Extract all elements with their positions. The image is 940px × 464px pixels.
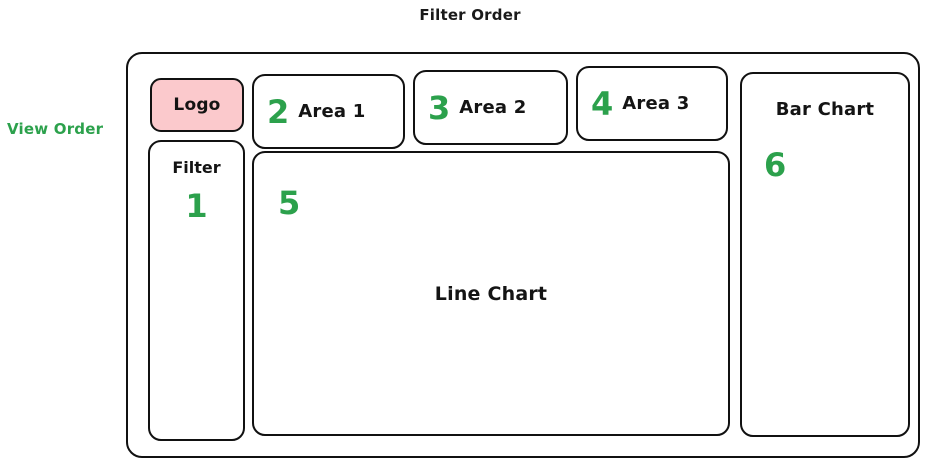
line-chart-panel[interactable]: 5 Line Chart (252, 151, 730, 436)
line-chart-order-number: 5 (278, 184, 301, 222)
logo-label: Logo (173, 95, 221, 115)
view-order-title: View Order (7, 120, 104, 138)
logo-panel[interactable]: Logo (150, 78, 244, 132)
bar-chart-label: Bar Chart (775, 99, 875, 120)
area-panel-2-label: Area 2 (459, 97, 527, 118)
area-panel-3-order-number: 4 (591, 84, 614, 123)
filter-order-title: Filter Order (419, 6, 521, 24)
area-panel-3-label: Area 3 (622, 93, 690, 114)
filter-panel-order-number: 1 (185, 187, 208, 225)
bar-chart-order-number: 6 (764, 146, 787, 184)
filter-panel[interactable]: Filter 1 (148, 140, 245, 441)
area-panel-1[interactable]: 2 Area 1 (252, 74, 405, 149)
area-panel-2-order-number: 3 (428, 88, 451, 127)
area-panel-2[interactable]: 3 Area 2 (413, 70, 568, 145)
bar-chart-panel[interactable]: Bar Chart 6 (740, 72, 910, 437)
filter-panel-label: Filter (172, 158, 221, 177)
area-panel-1-order-number: 2 (267, 92, 290, 131)
line-chart-label: Line Chart (434, 282, 548, 305)
area-panel-3[interactable]: 4 Area 3 (576, 66, 728, 141)
area-panel-1-label: Area 1 (298, 101, 366, 122)
